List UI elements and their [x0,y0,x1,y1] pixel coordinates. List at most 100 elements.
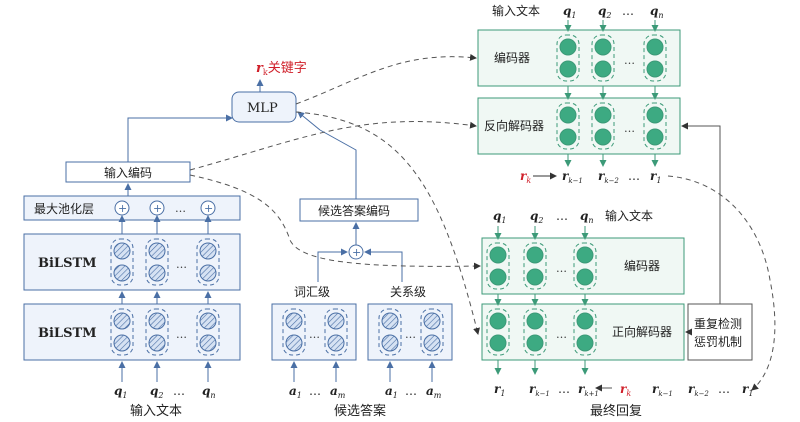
mlp-output: rk关键字 [256,61,307,77]
svg-text:…: … [175,202,186,215]
tr-arrows [564,20,659,167]
left-caption: 输入文本 [130,403,182,419]
br-encoder-cell-node [489,246,507,264]
left-cell-bottom-node [199,312,217,330]
penalty-line2: 惩罚机制 [694,335,742,349]
tr-encoder-cell [643,34,667,82]
br-decoder-cell-node [489,312,507,330]
left-cell-top-node [113,242,131,260]
tr-decoder-cell [591,102,615,150]
left-input-qn: qn [202,384,216,400]
br-encoder-cell [523,242,547,290]
left-cell-bottom-node [113,312,131,330]
br-decoder-cell-node [526,312,544,330]
tr-decoder-box [477,97,681,155]
br-input-q2: q2 [530,209,543,225]
tr-decoder-label: 反向解码器 [484,118,544,133]
left-cell-top-node [199,242,217,260]
br-out-dots1: … [558,382,570,396]
middle-arrows [297,111,403,282]
br-encoder-label: 编码器 [624,258,660,273]
br-input-qn: qn [580,209,594,225]
middle-caption: 候选答案 [334,403,386,419]
ellipsis: … [556,262,567,275]
tr-encoder-cell-node [646,60,664,78]
left-cell-bottom-node [113,334,131,352]
br-input-q1: q1 [493,209,506,225]
mid-input-am1: am [330,384,346,400]
candidate-cell-node [285,312,303,330]
bilstm-bottom-label: BiLSTM [38,326,97,341]
br-out-rkp1: rk+1 [578,382,599,398]
tr-encoder-box [477,29,681,87]
mid-input-dots1: … [309,384,321,398]
tr-decoder-cell [643,102,667,150]
left-arrows [118,79,264,382]
br-inputs: q1 q2 … qn [493,209,594,225]
maxpool-plus-nodes: + + … + [114,200,216,216]
br-out-rk: rk [620,382,631,398]
br-encoder-cell-node [526,268,544,286]
br-encoder-cell-node [489,268,507,286]
svg-text:+: + [153,202,162,215]
ellipsis: … [556,328,567,341]
left-cell-bottom [145,308,169,356]
left-cell-top [110,238,134,286]
tr-decoder-cell [556,102,580,150]
br-cells: …… [486,242,597,356]
br-decoder-cell [573,308,597,356]
br-decoder-cell [523,308,547,356]
ellipsis: … [624,54,635,67]
tr-encoder-cell-node [646,38,664,56]
left-cell-top-node [148,264,166,282]
dashed-connectors [189,53,776,391]
br-out-dots2: … [718,382,730,396]
br-encoder-cell [573,242,597,290]
candidate-cell-node [423,334,441,352]
left-cell-bottom-node [148,334,166,352]
left-cell-top-node [148,242,166,260]
br-input-text-label: 输入文本 [605,208,653,223]
tr-input-qn: qn [650,4,664,20]
tr-decoder-cell-node [594,106,612,124]
br-encoder-cell-node [526,246,544,264]
mlp-box [231,91,297,123]
mlp-label: MLP [247,101,278,116]
candidate-cell [420,308,444,356]
left-cell-top [196,238,220,286]
tr-input-text-label: 输入文本 [492,3,540,18]
left-input-q1: q1 [114,384,127,400]
br-out-r1b: r1 [742,382,753,398]
relational-label: 关系级 [390,285,426,299]
tr-out-r1: r1 [650,169,661,185]
bilstm-top-label: BiLSTM [38,256,97,271]
br-out-rkm1: rk−1 [652,382,673,398]
middle-inputs: a1 … am a1 … am [289,384,442,400]
ellipsis: … [624,122,635,135]
tr-cells: …… [556,34,667,150]
candidate-cell-node [381,312,399,330]
candidate-encoding-box [299,198,419,222]
candidate-cell-node [423,312,441,330]
br-decoder-cell-node [489,334,507,352]
tr-inputs: q1 q2 … qn [563,4,664,20]
tr-encoder-cell-node [559,38,577,56]
left-cell-bottom [110,308,134,356]
left-cells: …… [110,238,220,356]
left-cell-bottom-node [199,334,217,352]
left-input-q2: q2 [150,384,163,400]
left-cell-top-node [199,264,217,282]
br-encoder-cell-node [576,268,594,286]
tr-outputs: rk rk−1 rk−2 … r1 [520,169,661,185]
candidate-encoding-label: 候选答案编码 [318,203,390,218]
lexical-label: 词汇级 [294,285,330,299]
tr-decoder-cell-node [559,106,577,124]
maxpool-label: 最大池化层 [34,202,94,216]
tr-input-q1: q1 [563,4,576,20]
input-encoding-label: 输入编码 [104,165,152,180]
br-caption: 最终回复 [590,403,642,419]
br-out-rk1: rk−1 [529,382,550,398]
br-decoder-cell-node [576,334,594,352]
candidate-cell [282,308,306,356]
